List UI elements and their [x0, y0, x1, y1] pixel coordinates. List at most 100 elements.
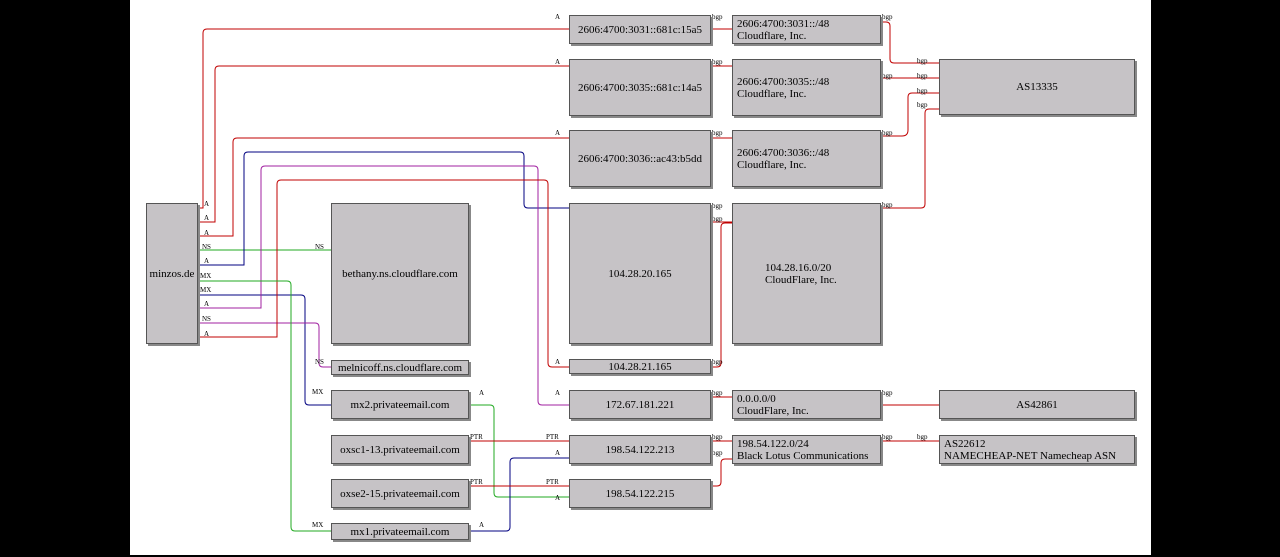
ip6-2-node[interactable]: 2606:4700:3035::681c:14a5	[569, 59, 711, 116]
ip6-3-node[interactable]: 2606:4700:3036::ac43:b5dd	[569, 130, 711, 187]
mx2-node[interactable]: mx2.privateemail.com	[331, 390, 469, 419]
edge-a-ip4-3	[198, 165, 569, 406]
mx1-node[interactable]: mx1.privateemail.com	[331, 523, 469, 540]
label-mx: MX	[200, 272, 211, 280]
label-ptr: PTR	[470, 478, 483, 486]
ns-bethany-label: bethany.ns.cloudflare.com	[342, 267, 458, 280]
ip6-1-label: 2606:4700:3031::681c:15a5	[577, 23, 703, 36]
label-bgp: bgp	[712, 202, 723, 210]
prefix4-2-range: 0.0.0.0/0	[737, 392, 776, 405]
edge-mx-mx2	[198, 294, 331, 406]
as22612-node[interactable]: AS22612 NAMECHEAP-NET Namecheap ASN	[939, 435, 1135, 464]
label-mx: MX	[312, 521, 323, 529]
ip6-1-node[interactable]: 2606:4700:3031::681c:15a5	[569, 15, 711, 44]
edge-a-ip6-2	[198, 65, 569, 223]
edge-a-ip4-2	[198, 179, 569, 368]
prefix4-2-org: CloudFlare, Inc.	[737, 404, 809, 417]
ip4-5-label: 198.54.122.215	[605, 487, 675, 500]
label-a: A	[204, 214, 209, 222]
edge-bgp-ip4-5	[711, 458, 732, 487]
edge-a-mx2-ip	[469, 404, 569, 498]
edge-a-ip6-1	[198, 28, 569, 209]
label-bgp: bgp	[712, 215, 723, 223]
ip4-2-node[interactable]: 104.28.21.165	[569, 359, 711, 374]
ip6-2-label: 2606:4700:3035::681c:14a5	[577, 81, 703, 94]
label-a: A	[555, 129, 560, 137]
prefix4-2-node[interactable]: 0.0.0.0/0 CloudFlare, Inc.	[732, 390, 881, 419]
edge-bgp-pfx4-1	[881, 108, 939, 209]
prefix4-1-org: CloudFlare, Inc.	[765, 273, 837, 286]
label-bgp: bgp	[712, 433, 723, 441]
label-bgp: bgp	[917, 101, 928, 109]
prefix4-1-node[interactable]: 104.28.16.0/20 CloudFlare, Inc.	[732, 203, 881, 344]
label-bgp: bgp	[917, 72, 928, 80]
prefix4-3-org: Black Lotus Communications	[737, 449, 869, 462]
label-bgp: bgp	[712, 358, 723, 366]
label-bgp: bgp	[882, 201, 893, 209]
ip4-5-node[interactable]: 198.54.122.215	[569, 479, 711, 508]
label-ns: NS	[202, 315, 211, 323]
label-bgp: bgp	[882, 13, 893, 21]
ip4-4-node[interactable]: 198.54.122.213	[569, 435, 711, 464]
edge-bgp-pfx6-3	[881, 92, 939, 137]
label-a: A	[555, 389, 560, 397]
prefix6-1-org: Cloudflare, Inc.	[737, 30, 807, 42]
label-ptr: PTR	[470, 433, 483, 441]
label-a: A	[479, 389, 484, 397]
as13335-node[interactable]: AS13335	[939, 59, 1135, 115]
edge-a-ip4-1	[198, 151, 569, 266]
ns-bethany-node[interactable]: bethany.ns.cloudflare.com	[331, 203, 469, 344]
edges-layer: A A A A A A A A A A NS A MX MX A NS A NS…	[198, 13, 939, 532]
as22612-number: AS22612	[944, 437, 986, 450]
mx1-label: mx1.privateemail.com	[350, 525, 450, 538]
oxsc1-label: oxsc1-13.privateemail.com	[340, 443, 460, 456]
label-a: A	[204, 330, 209, 338]
label-a: A	[204, 300, 209, 308]
as13335-label: AS13335	[1016, 81, 1058, 93]
label-bgp: bgp	[882, 433, 893, 441]
label-bgp: bgp	[712, 58, 723, 66]
label-ptr: PTR	[546, 478, 559, 486]
edge-a-mx1-ip	[469, 457, 569, 532]
label-bgp: bgp	[882, 72, 893, 80]
prefix6-3-range: 2606:4700:3036::/48	[737, 146, 830, 159]
as42861-node[interactable]: AS42861	[939, 390, 1135, 419]
prefix6-1-node[interactable]: 2606:4700:3031::/48 Cloudflare, Inc.	[732, 15, 881, 44]
prefix4-1-range: 104.28.16.0/20	[765, 261, 832, 274]
label-a: A	[555, 358, 560, 366]
domain-label: minzos.de	[149, 267, 195, 280]
diagram-canvas: A A A A A A A A A A NS A MX MX A NS A NS…	[130, 0, 1151, 555]
label-a: A	[555, 449, 560, 457]
prefix6-2-range: 2606:4700:3035::/48	[737, 75, 830, 88]
domain-node[interactable]: minzos.de	[146, 203, 198, 344]
label-ns: NS	[202, 243, 211, 251]
label-a: A	[555, 13, 560, 21]
label-a: A	[204, 229, 209, 237]
oxsc1-node[interactable]: oxsc1-13.privateemail.com	[331, 435, 469, 464]
ns-melnicoff-label: melnicoff.ns.cloudflare.com	[337, 361, 463, 374]
ip4-1-label: 104.28.20.165	[608, 267, 672, 280]
as22612-name: NAMECHEAP-NET Namecheap ASN	[944, 449, 1117, 462]
prefix4-3-node[interactable]: 198.54.122.0/24 Black Lotus Communicatio…	[732, 435, 881, 464]
edge-bgp-ip4-2	[711, 222, 732, 368]
label-a: A	[555, 494, 560, 502]
label-bgp: bgp	[882, 389, 893, 397]
label-bgp: bgp	[712, 129, 723, 137]
ip4-3-node[interactable]: 172.67.181.221	[569, 390, 711, 419]
label-bgp: bgp	[917, 57, 928, 65]
prefix6-3-node[interactable]: 2606:4700:3036::/48 Cloudflare, Inc.	[732, 130, 881, 187]
prefix6-2-node[interactable]: 2606:4700:3035::/48 Cloudflare, Inc.	[732, 59, 881, 116]
prefix4-3-range: 198.54.122.0/24	[737, 437, 809, 450]
ip4-2-label: 104.28.21.165	[608, 360, 672, 373]
ip4-4-label: 198.54.122.213	[605, 443, 675, 456]
oxse2-node[interactable]: oxse2-15.privateemail.com	[331, 479, 469, 508]
label-mx: MX	[312, 388, 323, 396]
ip4-3-label: 172.67.181.221	[605, 398, 675, 411]
mx2-label: mx2.privateemail.com	[350, 398, 450, 411]
ip6-3-label: 2606:4700:3036::ac43:b5dd	[577, 152, 703, 165]
ns-melnicoff-node[interactable]: melnicoff.ns.cloudflare.com	[331, 360, 469, 375]
label-bgp: bgp	[712, 389, 723, 397]
label-ns: NS	[315, 243, 324, 251]
ip4-1-node[interactable]: 104.28.20.165	[569, 203, 711, 344]
label-bgp: bgp	[712, 449, 723, 457]
